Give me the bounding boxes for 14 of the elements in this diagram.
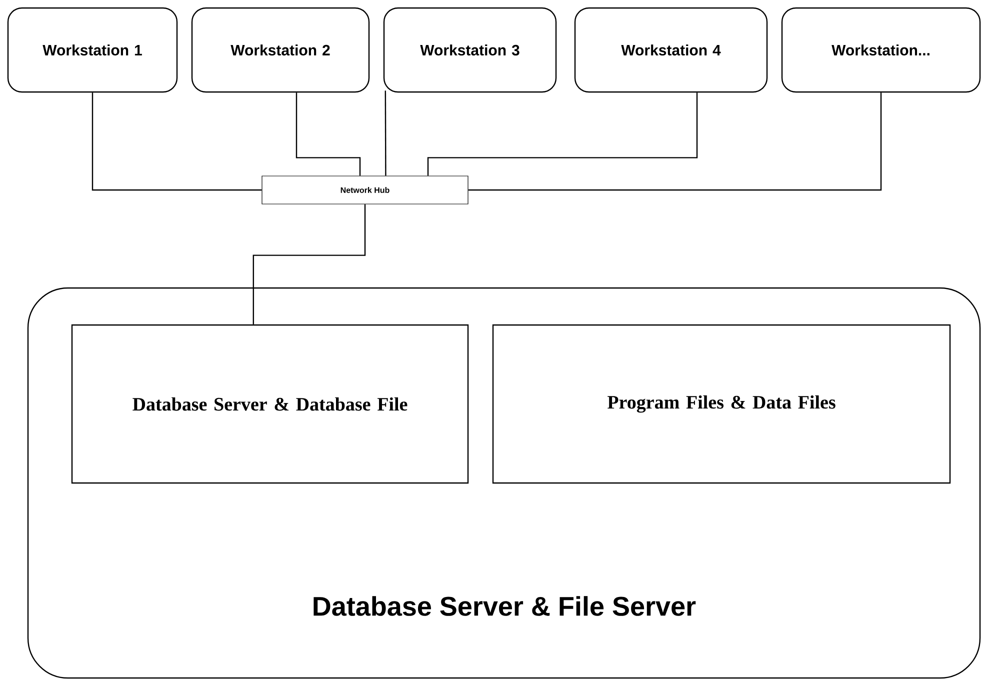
component-box: Database Server & Database File <box>71 324 469 484</box>
connector-line <box>252 204 366 324</box>
connector-line <box>468 92 882 191</box>
connector-line <box>384 90 386 176</box>
component-box: Program Files & Data Files <box>492 324 951 484</box>
workstation-box: Workstation 2 <box>191 7 370 93</box>
workstation-box: Workstation... <box>781 7 981 93</box>
hub-box: Network Hub <box>262 176 468 204</box>
workstation-box: Workstation 1 <box>7 7 178 93</box>
workstation-box: Workstation 3 <box>383 7 557 93</box>
connector-line <box>92 92 262 191</box>
workstation-box: Workstation 4 <box>574 7 768 93</box>
connector-line <box>296 92 361 176</box>
connector-line <box>427 92 698 176</box>
